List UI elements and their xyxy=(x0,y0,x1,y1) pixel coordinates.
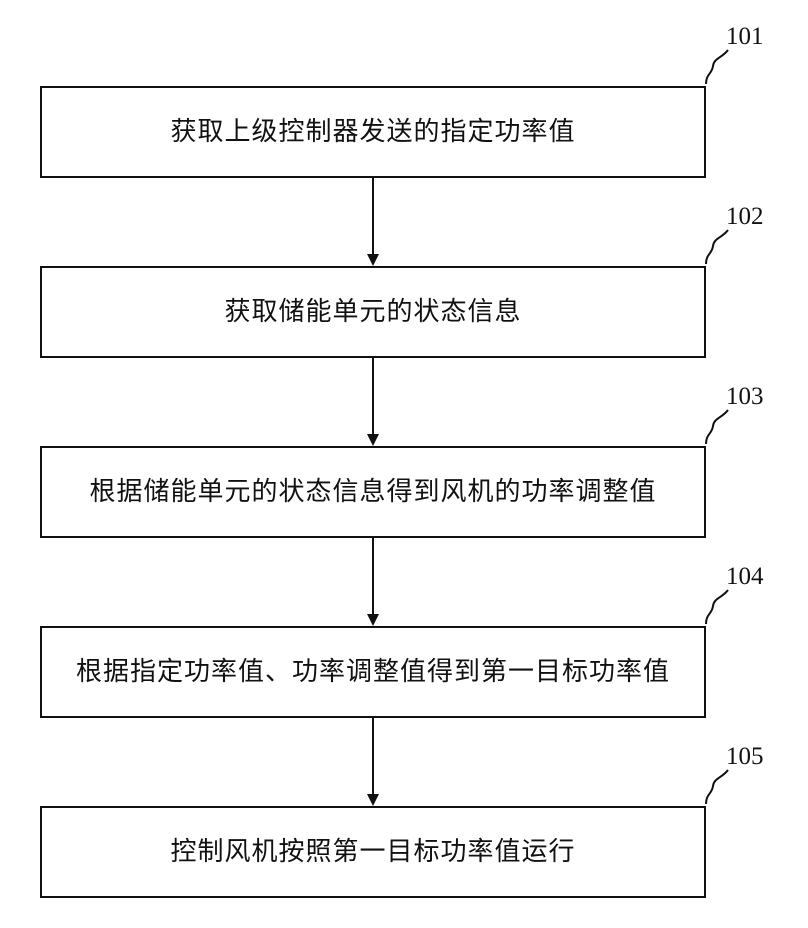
step-104-id: 104 xyxy=(726,564,764,589)
leader-line-102 xyxy=(706,230,728,264)
step-101-box: 获取上级控制器发送的指定功率值 xyxy=(40,86,706,178)
step-101-id: 101 xyxy=(726,24,764,49)
step-103-box: 根据储能单元的状态信息得到风机的功率调整值 xyxy=(40,446,706,538)
step-102-id: 102 xyxy=(726,204,764,229)
leader-line-105 xyxy=(706,770,728,804)
step-104-box: 根据指定功率值、功率调整值得到第一目标功率值 xyxy=(40,626,706,718)
step-102-box: 获取储能单元的状态信息 xyxy=(40,266,706,358)
step-105-box: 控制风机按照第一目标功率值运行 xyxy=(40,806,706,898)
step-105-text: 控制风机按照第一目标功率值运行 xyxy=(170,839,575,865)
step-105-id: 105 xyxy=(726,744,764,769)
leader-line-103 xyxy=(706,410,728,444)
step-103-id: 103 xyxy=(726,384,764,409)
leader-line-101 xyxy=(706,50,728,84)
leader-line-104 xyxy=(706,590,728,624)
step-103-text: 根据储能单元的状态信息得到风机的功率调整值 xyxy=(89,479,656,505)
step-102-text: 获取储能单元的状态信息 xyxy=(224,299,521,325)
step-101-text: 获取上级控制器发送的指定功率值 xyxy=(170,119,575,145)
step-104-text: 根据指定功率值、功率调整值得到第一目标功率值 xyxy=(76,659,670,685)
